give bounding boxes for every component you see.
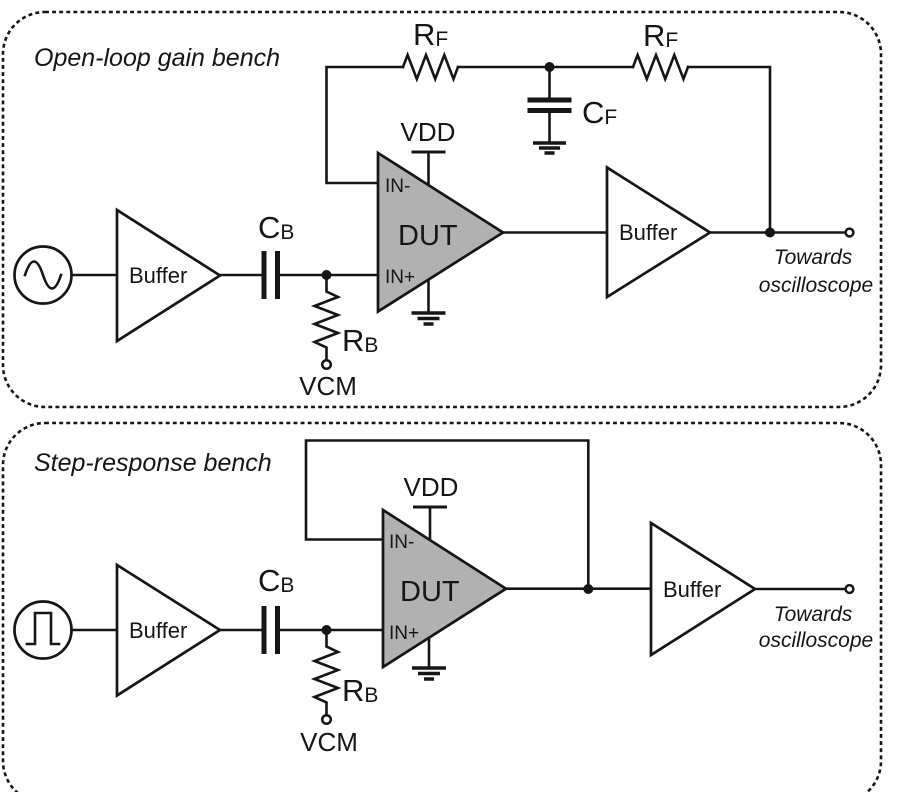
input-buffer: Buffer bbox=[115, 207, 223, 344]
output-note: oscilloscope bbox=[759, 629, 873, 652]
junction-dot bbox=[765, 227, 775, 238]
capacitor-plates bbox=[527, 97, 572, 113]
vdd-supply: VDD bbox=[401, 117, 456, 188]
rb-label: RB bbox=[342, 323, 378, 358]
buffer-label: Buffer bbox=[129, 618, 187, 643]
oscilloscope-terminal bbox=[844, 583, 855, 595]
input-buffer: Buffer bbox=[115, 562, 223, 698]
rf-right-label: RF bbox=[643, 18, 678, 53]
sine-source bbox=[13, 245, 73, 305]
dut-label: DUT bbox=[400, 576, 460, 608]
ground-symbol bbox=[411, 278, 446, 326]
buffer-triangle bbox=[649, 520, 758, 658]
output-buffer: Buffer bbox=[649, 520, 758, 658]
oscilloscope-terminal bbox=[844, 227, 855, 238]
resistor-zigzag bbox=[310, 273, 342, 362]
source-circle bbox=[13, 600, 73, 660]
buffer-triangle bbox=[115, 562, 223, 698]
vdd-label: VDD bbox=[404, 472, 459, 502]
dut-triangle bbox=[376, 150, 506, 314]
buffer-triangle bbox=[115, 207, 223, 344]
capacitor-plates bbox=[261, 251, 280, 299]
capacitor-plates bbox=[261, 606, 280, 654]
vcm-label: VCM bbox=[299, 371, 357, 401]
vcm-terminal bbox=[320, 358, 333, 371]
cb-label: CB bbox=[258, 210, 294, 245]
feedback-capacitor: CF bbox=[527, 65, 617, 155]
rf-left-label: RF bbox=[413, 17, 448, 52]
coupling-capacitor: CB bbox=[258, 563, 294, 654]
bias-resistor: RB VCM bbox=[300, 628, 378, 757]
in-minus-label: IN- bbox=[385, 176, 410, 197]
pulse-wave-icon bbox=[25, 611, 61, 646]
bench-title: Step-response bench bbox=[34, 449, 272, 477]
output-buffer: Buffer bbox=[605, 165, 713, 300]
rf-resistor-right bbox=[631, 51, 690, 83]
feedback-network: RF RF CF bbox=[325, 17, 772, 234]
ground-bars bbox=[412, 666, 446, 681]
vdd-label: VDD bbox=[401, 117, 456, 147]
buffer-label: Buffer bbox=[619, 220, 677, 245]
rb-label: RB bbox=[342, 673, 378, 708]
sine-wave-icon bbox=[23, 260, 63, 290]
panel-border bbox=[1, 421, 883, 792]
output-note: oscilloscope bbox=[759, 274, 873, 297]
dut-amplifier: IN- IN+ DUT bbox=[381, 507, 509, 670]
dut-triangle bbox=[381, 507, 509, 670]
vcm-label: VCM bbox=[300, 727, 358, 757]
dut-amplifier: IN- IN+ DUT bbox=[376, 150, 506, 314]
ground-bars bbox=[411, 311, 446, 326]
buffer-label: Buffer bbox=[129, 263, 187, 288]
in-minus-label: IN- bbox=[389, 532, 414, 553]
vdd-supply: VDD bbox=[404, 472, 459, 547]
bias-resistor: RB VCM bbox=[299, 273, 378, 401]
junction-dot bbox=[583, 584, 594, 594]
rf-resistor-left bbox=[401, 51, 460, 83]
wire bbox=[686, 65, 772, 234]
panel-border bbox=[1, 10, 883, 409]
in-plus-label: IN+ bbox=[389, 623, 419, 644]
pulse-source bbox=[13, 600, 73, 660]
output-note: Towards bbox=[774, 246, 853, 269]
open-loop-bench: Open-loop gain bench Buffer CB RB VCM bbox=[1, 10, 883, 409]
buffer-triangle bbox=[605, 165, 713, 300]
buffer-label: Buffer bbox=[663, 577, 721, 602]
vcm-terminal bbox=[320, 713, 333, 726]
dut-label: DUT bbox=[398, 220, 458, 252]
output-note: Towards bbox=[774, 603, 853, 626]
ground-symbol bbox=[412, 634, 446, 681]
coupling-capacitor: CB bbox=[258, 210, 294, 299]
ground-bars bbox=[533, 141, 566, 155]
feedback-wire bbox=[304, 439, 590, 591]
resistor-zigzag bbox=[310, 628, 342, 717]
cf-label: CF bbox=[582, 95, 617, 130]
wire bbox=[325, 65, 405, 185]
in-plus-label: IN+ bbox=[385, 267, 415, 288]
bench-title: Open-loop gain bench bbox=[34, 44, 280, 72]
step-response-bench: Step-response bench Buffer CB RB VCM bbox=[1, 421, 883, 792]
cb-label: CB bbox=[258, 563, 294, 598]
